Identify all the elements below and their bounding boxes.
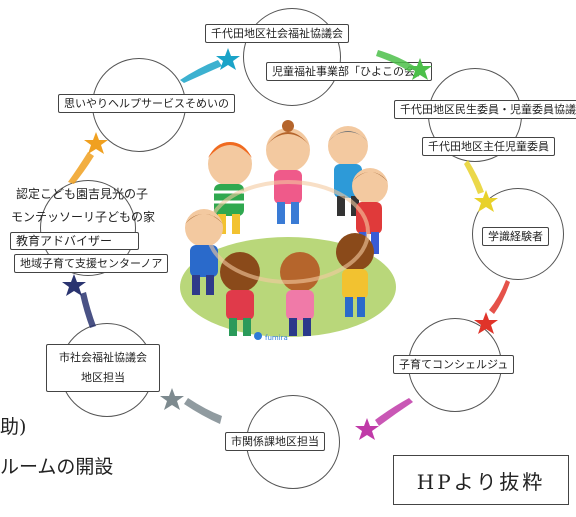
shooting-star-gray-icon	[160, 388, 222, 424]
child-figure	[266, 120, 310, 224]
shooting-star-teal-icon	[180, 48, 240, 83]
node-label-top: 千代田地区社会福祉協議会	[205, 24, 349, 43]
node-label-upper-left: 思いやりヘルプサービスそめいの	[58, 94, 235, 113]
shooting-star-orange-icon	[68, 132, 108, 184]
node-label-lower-left-1: 市社会福祉協議会	[59, 351, 147, 364]
node-label-upper-right-1: 千代田地区民生委員・児童委員協議会	[394, 100, 576, 119]
node-label-lower-left-2: 地区担当	[81, 370, 125, 384]
cutoff-text-line-2: ルームの開設	[0, 456, 114, 478]
cutoff-text-line-1: 助)	[0, 416, 27, 438]
illustration-credit: fumira	[265, 334, 288, 342]
shooting-star-yellow-icon	[464, 160, 498, 212]
shooting-star-navy-icon	[62, 274, 96, 328]
shooting-star-red-icon	[474, 280, 510, 334]
node-label-lower-right: 子育てコンシェルジュ	[393, 355, 515, 374]
node-label-right: 学識経験者	[482, 227, 549, 246]
node-label-top-sub: 児童福祉事業部「ひよこの会」	[266, 62, 432, 81]
node-label-lower-left: 市社会福祉協議会 地区担当	[46, 344, 160, 392]
node-label-upper-right-2: 千代田地区主任児童委員	[422, 137, 555, 156]
node-label-bottom: 市関係課地区担当	[225, 432, 325, 451]
node-label-left-1: 認定こども園吉見光の子	[16, 187, 149, 201]
shooting-star-magenta-icon	[355, 398, 413, 440]
children-circle-illustration: fumira	[180, 120, 396, 342]
hp-excerpt-note: HPより抜粋	[393, 455, 569, 505]
child-figure	[185, 209, 223, 295]
shooting-star-green-icon	[376, 50, 432, 80]
node-label-left-3: 教育アドバイザー	[10, 232, 140, 250]
node-label-left-4: 地域子育て支援センターノア	[14, 254, 169, 273]
node-label-left-2: モンテッソーリ子どもの家	[11, 210, 156, 224]
node-circle-top	[243, 8, 341, 106]
